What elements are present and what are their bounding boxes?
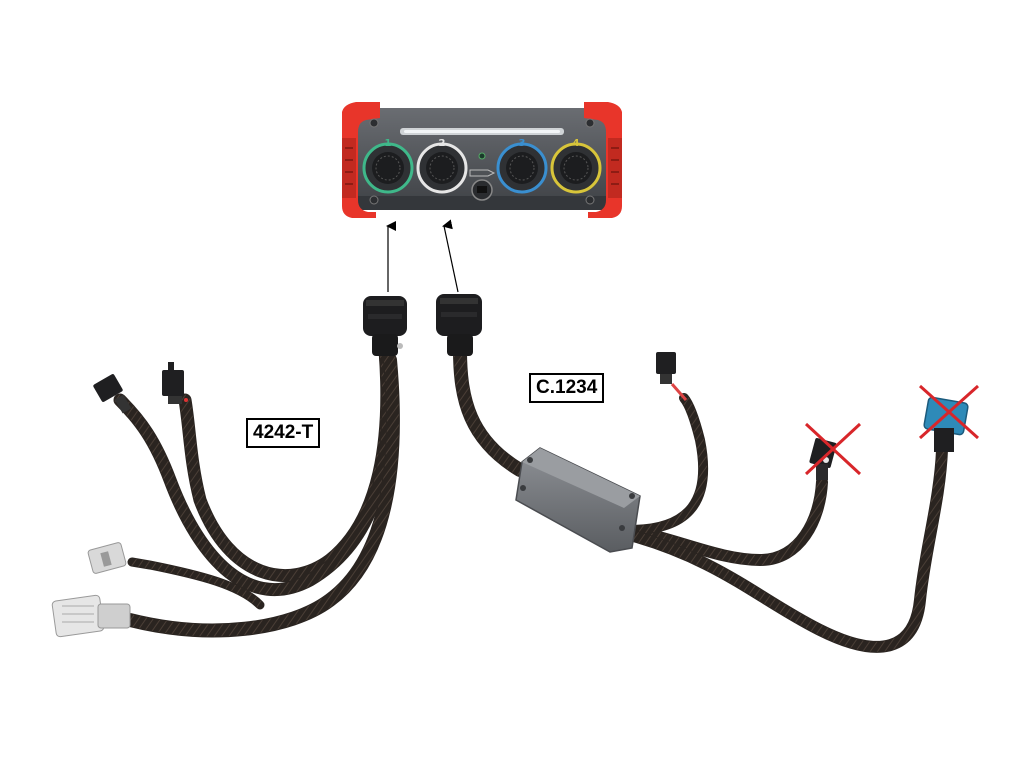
port-3-number: 3	[519, 138, 526, 149]
port-4-number: 4	[573, 138, 580, 149]
cable-harness-4242-t	[51, 296, 407, 638]
data-logger-device: 1 2 3 4	[342, 102, 622, 218]
cable-label-4242-t: 4242-T	[246, 418, 321, 448]
junction-box	[515, 447, 641, 553]
excluded-mark-2	[918, 384, 980, 440]
right-bumper	[584, 102, 622, 218]
port-4-connector[interactable]: 4	[550, 138, 602, 194]
port-2-connector[interactable]: 2	[416, 138, 468, 194]
port-1-connector[interactable]: 1	[362, 138, 414, 194]
port-1-number: 1	[385, 138, 392, 149]
cable-harness-c1234	[436, 294, 980, 653]
excluded-mark-1	[804, 422, 862, 476]
left-bumper	[342, 102, 380, 218]
arrow-to-port-2	[442, 219, 459, 293]
port-2-number: 2	[439, 138, 446, 149]
cable-label-c1234: C.1234	[529, 373, 605, 403]
status-led	[478, 152, 486, 160]
port-3-connector[interactable]: 3	[496, 138, 548, 194]
usb-arrow-icon	[469, 169, 496, 177]
